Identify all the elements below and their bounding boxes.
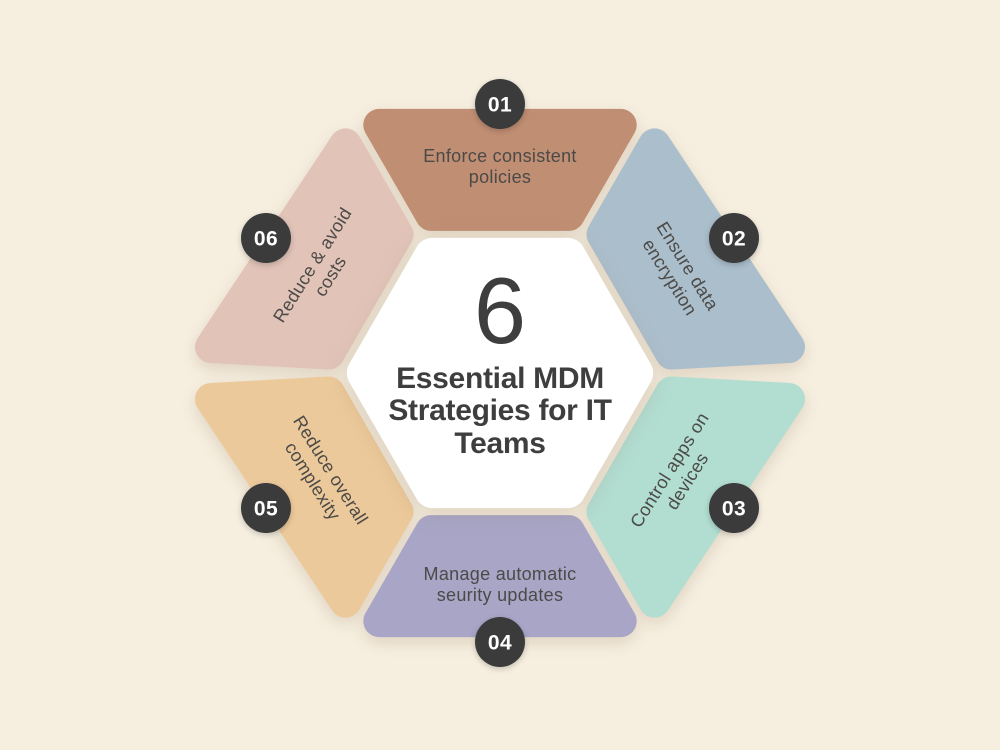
badge-number-03: 03 <box>722 498 746 521</box>
badge-circle-04 <box>475 617 525 667</box>
segment-shapes <box>195 108 805 638</box>
segment-shape-top <box>363 108 637 231</box>
badge-circle-02 <box>709 213 759 263</box>
badge-number-04: 04 <box>488 632 512 655</box>
badge-number-01: 01 <box>488 94 512 117</box>
badge-02: 02 <box>709 213 759 263</box>
center-text-block: 6 Essential MDM Strategies for IT Teams <box>350 264 650 460</box>
badge-06: 06 <box>241 213 291 263</box>
center-hexagon-group <box>346 237 654 509</box>
segment-shape-top-right <box>586 128 805 370</box>
segment-shape-bottom-left <box>195 376 414 618</box>
segment-shape-bottom <box>363 515 637 638</box>
badge-circle-01 <box>475 79 525 129</box>
badge-01: 01 <box>475 79 525 129</box>
center-title: Essential MDM Strategies for IT Teams <box>388 362 612 460</box>
center-number: 6 <box>473 258 527 363</box>
badge-number-02: 02 <box>722 228 746 251</box>
badge-circle-06 <box>241 213 291 263</box>
segment-label-01: Enforce consistent policies <box>423 145 577 187</box>
segment-label-04: Manage automatic seurity updates <box>423 563 577 605</box>
badge-circle-03 <box>709 483 759 533</box>
badges: 01 02 03 04 05 06 <box>241 79 759 667</box>
badge-circle-05 <box>241 483 291 533</box>
badge-04: 04 <box>475 617 525 667</box>
badge-number-05: 05 <box>254 498 278 521</box>
badge-number-06: 06 <box>254 228 278 251</box>
badge-03: 03 <box>709 483 759 533</box>
center-hexagon <box>346 237 654 509</box>
badge-05: 05 <box>241 483 291 533</box>
segment-shape-top-left <box>195 128 414 370</box>
segment-shape-bottom-right <box>586 376 805 618</box>
